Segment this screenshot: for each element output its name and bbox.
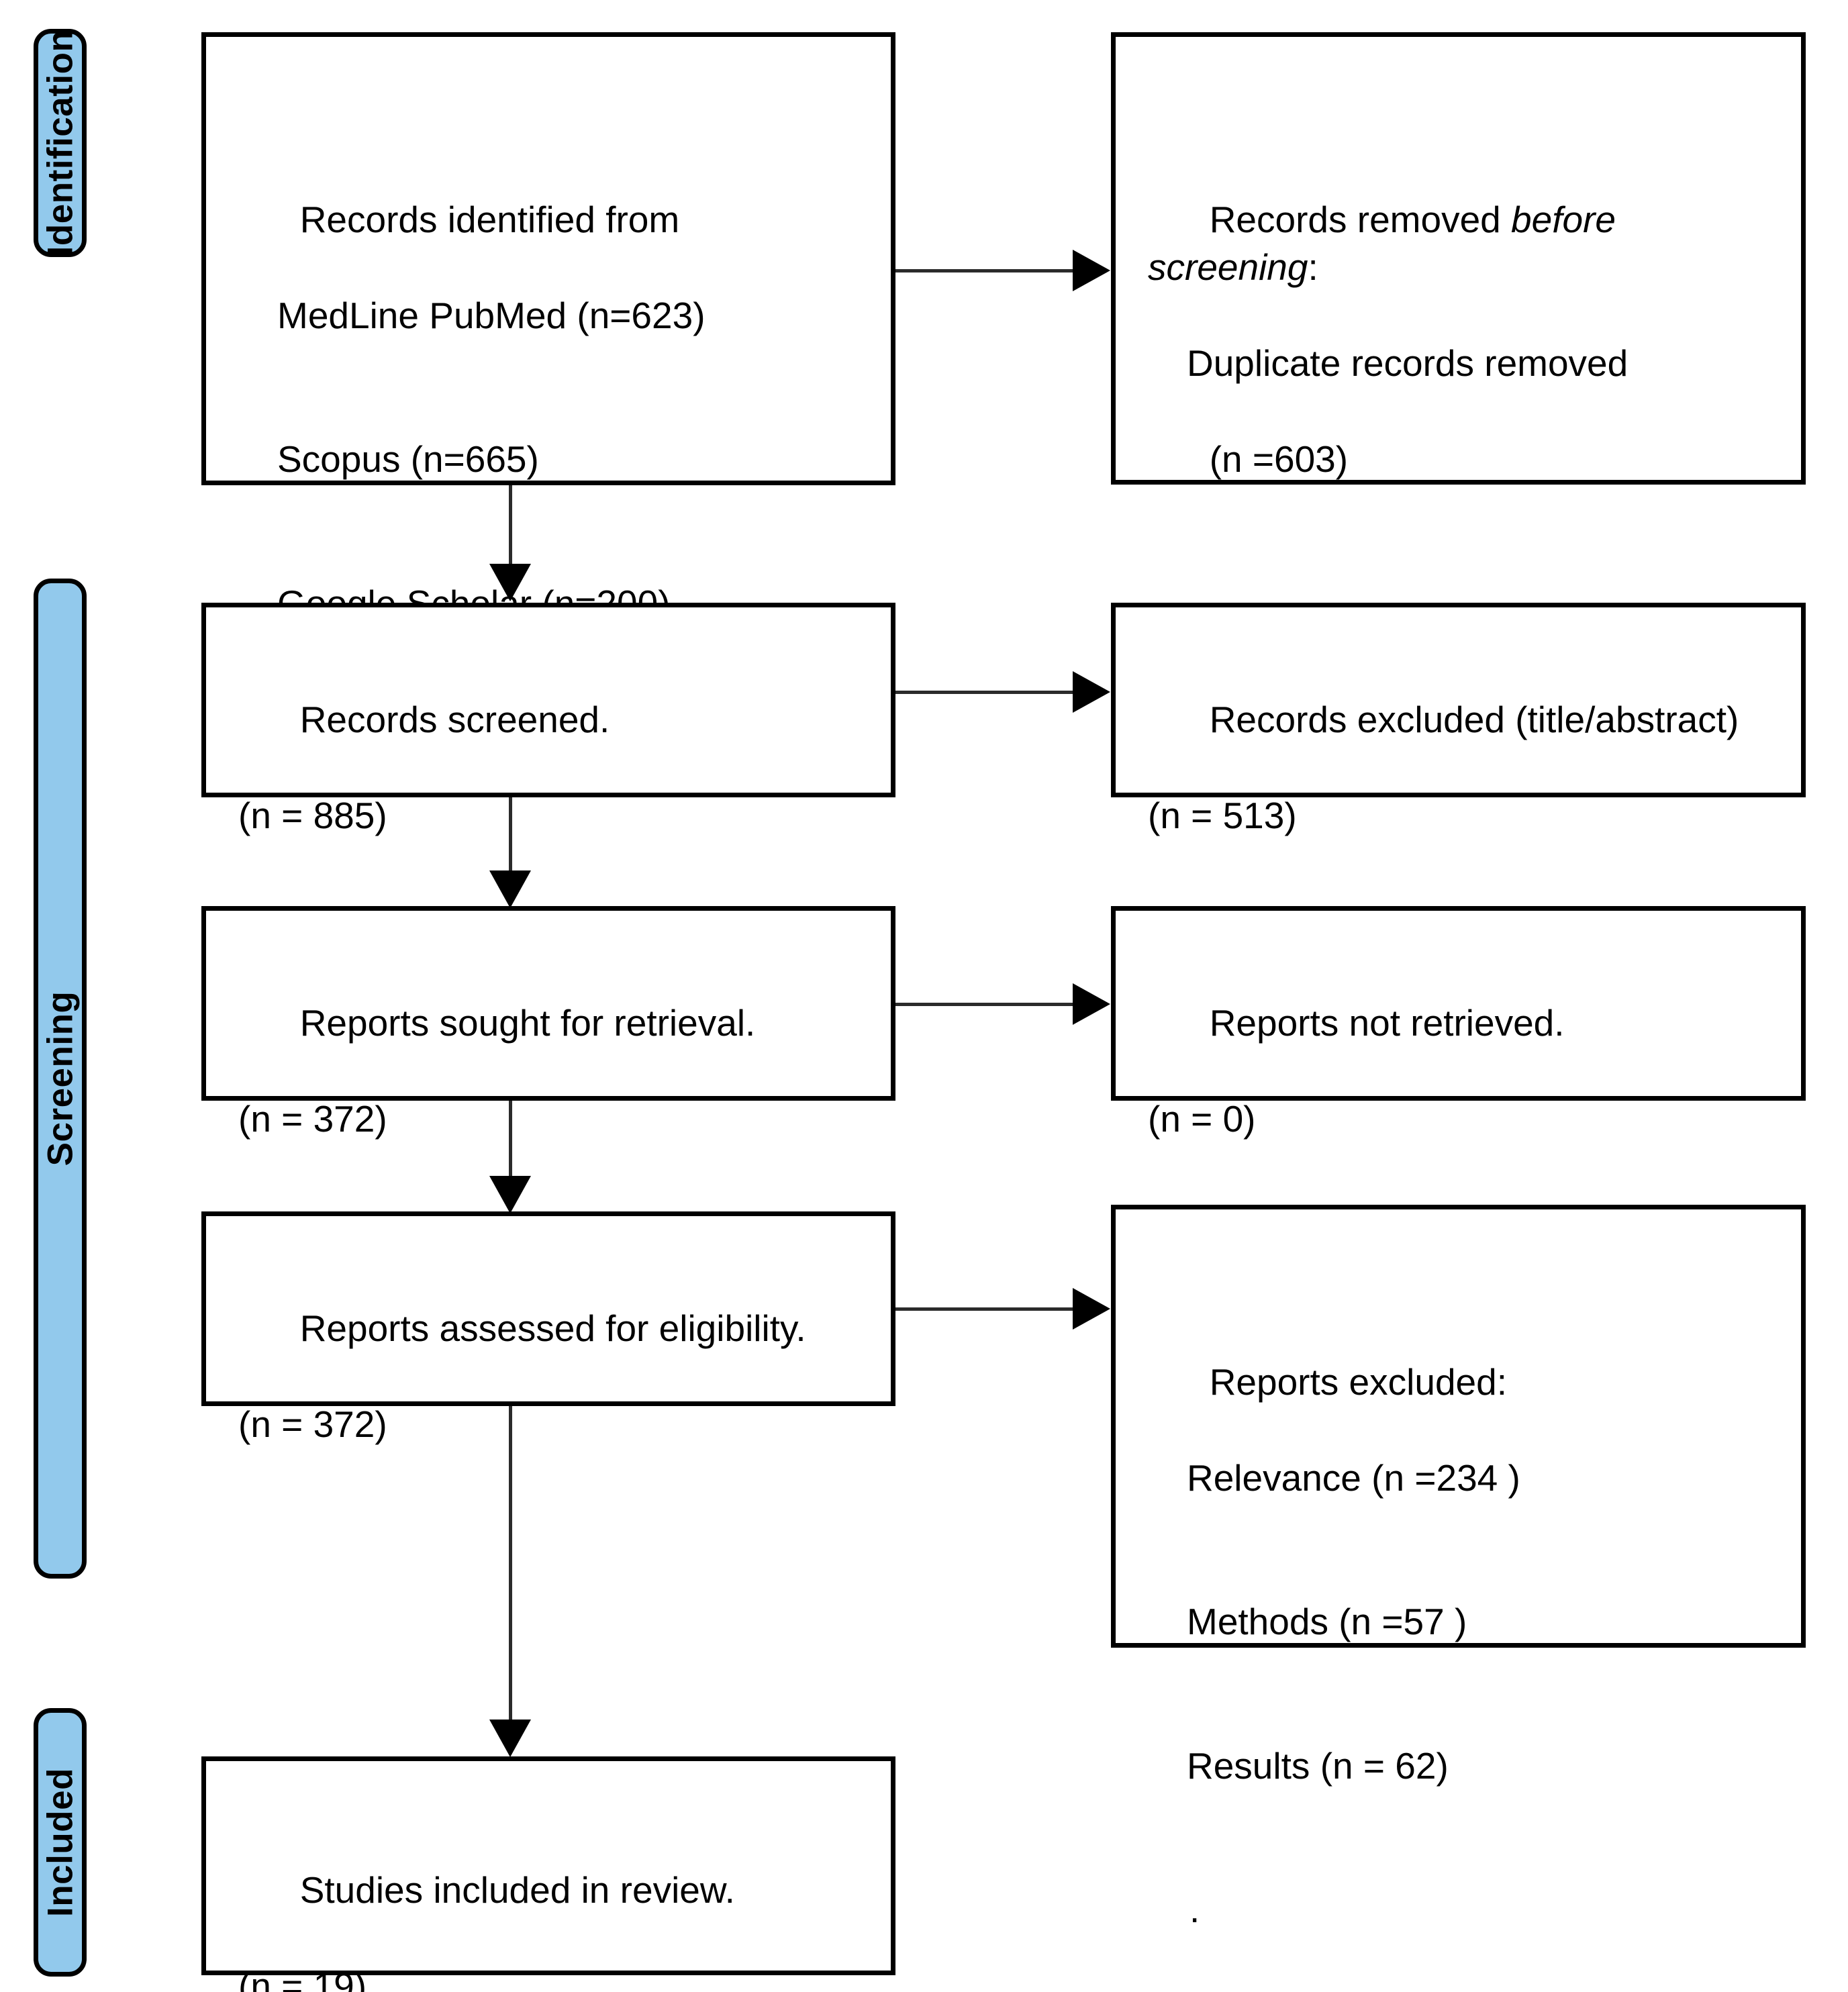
arrow-identified-to-removed-line [895,269,1074,272]
records-removed-title-after: : [1308,246,1318,288]
arrow-sought-to-not-retrieved-line [895,1003,1074,1006]
box-records-excluded: Records excluded (title/abstract) (n = 5… [1111,603,1806,836]
box-records-screened-text: Records screened. (n = 885) [238,648,873,936]
box-reports-excluded: Reports excluded: Relevance (n =234 ) Me… [1111,1205,1806,1930]
records-excluded-title: Records excluded (title/abstract) [1209,698,1739,740]
box-reports-not-retrieved: Reports not retrieved. (n = 0) [1111,906,1806,1140]
exclusion-results: Results (n = 62) [1187,1744,1449,1787]
source-scopus: Scopus (n=665) [277,438,539,480]
reports-assessed-count: (n = 372) [238,1403,387,1445]
records-screened-title: Records screened. [299,698,610,740]
arrow-screened-to-excluded-head [1073,671,1110,713]
arrow-assessed-to-included-line [509,1406,512,1735]
box-reports-excluded-text: Reports excluded: Relevance (n =234 ) Me… [1148,1310,1784,1992]
arrow-sought-to-assessed-line [509,1101,512,1191]
arrow-assessed-to-excluded-line [895,1307,1074,1311]
arrow-assessed-to-included-head [489,1720,531,1757]
box-records-excluded-text: Records excluded (title/abstract) (n = 5… [1148,648,1784,936]
records-removed-title-before: Records removed [1209,198,1512,240]
records-removed-title-italic: before screening [1148,198,1626,289]
arrow-screened-to-sought-line [509,797,512,886]
records-excluded-count: (n = 513) [1148,794,1297,836]
arrow-screened-to-excluded-line [895,691,1074,694]
box-records-removed-text: Records removed before screening: Duplic… [1148,148,1784,532]
duplicate-records-count: (n =603) [1209,438,1349,480]
box-reports-assessed-text: Reports assessed for eligibility. (n = 3… [238,1256,873,1544]
arrow-sought-to-assessed-head [489,1176,531,1213]
stage-label-screening: Screening [34,579,87,1579]
arrow-assessed-to-excluded-head [1073,1288,1110,1330]
box-reports-assessed: Reports assessed for eligibility. (n = 3… [201,1211,895,1445]
stage-label-included: Included [34,1708,87,1977]
stage-label-identification: Identification [34,29,87,257]
records-identified-title: Records identified from [299,198,680,240]
exclusion-methods: Methods (n =57 ) [1187,1601,1467,1642]
studies-included-count: (n = 19) [238,1964,367,1992]
studies-included-title: Studies included in review. [299,1869,735,1911]
exclusion-trailing-mark: . [1189,1889,1200,1930]
source-medline: MedLine PubMed (n=623) [277,294,706,336]
stage-label-identification-text: Identification [40,30,80,256]
box-reports-sought-text: Reports sought for retrieval. (n = 372) [238,951,873,1239]
arrow-identified-to-removed-head [1073,250,1110,291]
box-records-removed: Records removed before screening: Duplic… [1111,32,1806,485]
exclusion-relevance: Relevance (n =234 ) [1187,1456,1520,1499]
arrow-identified-to-screened-head [489,564,531,601]
reports-excluded-title: Reports excluded: [1209,1360,1507,1403]
box-records-screened: Records screened. (n = 885) [201,603,895,836]
box-studies-included-text: Studies included in review. (n = 19) [238,1818,873,1992]
arrow-sought-to-not-retrieved-head [1073,983,1110,1025]
reports-not-retrieved-title: Reports not retrieved. [1209,1001,1565,1044]
reports-not-retrieved-count: (n = 0) [1148,1097,1256,1140]
arrow-screened-to-sought-head [489,870,531,908]
reports-assessed-title: Reports assessed for eligibility. [299,1307,806,1349]
box-reports-sought: Reports sought for retrieval. (n = 372) [201,906,895,1140]
box-studies-included: Studies included in review. (n = 19) [201,1756,895,1992]
reports-sought-count: (n = 372) [238,1097,387,1140]
reports-sought-title: Reports sought for retrieval. [299,1001,756,1044]
duplicate-records-reason: Duplicate records removed [1187,342,1628,384]
arrow-identified-to-screened-line [509,485,512,579]
stage-label-screening-text: Screening [40,991,80,1166]
box-reports-not-retrieved-text: Reports not retrieved. (n = 0) [1148,951,1784,1239]
records-screened-count: (n = 885) [238,794,387,836]
stage-label-included-text: Included [40,1768,80,1917]
box-records-identified: Records identified from MedLine PubMed (… [201,32,895,768]
